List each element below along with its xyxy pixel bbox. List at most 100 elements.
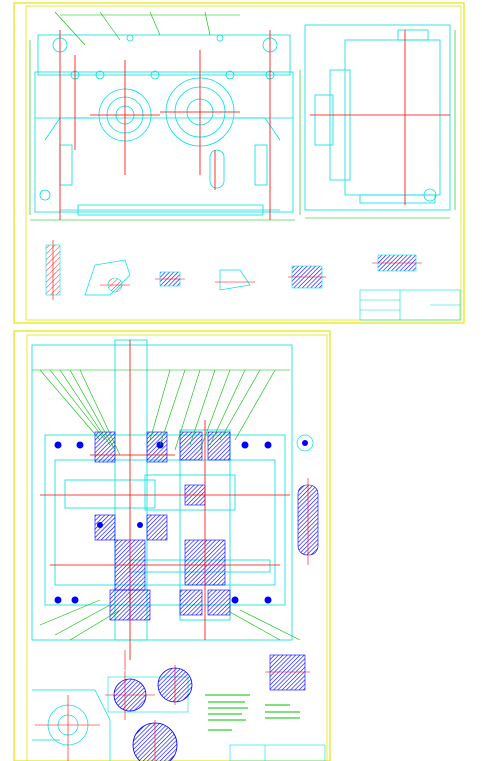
section-leaders [32,369,301,641]
leader-line [79,369,121,456]
leader-line [39,599,101,626]
bearing [109,589,131,621]
bolt [126,34,134,42]
front-view-housing [34,71,294,213]
bearing [94,514,116,541]
detail-breather [372,254,422,272]
leader-line [69,369,116,451]
detail-circle [296,434,314,452]
side-view-drain [423,188,437,202]
section-housing [31,339,293,641]
input-shaft-outline [114,339,148,641]
bolt [225,70,235,80]
leader-line [49,369,106,441]
front-view-dimensions [29,11,301,221]
leader-line [149,369,171,441]
front-view-rib-left [44,117,95,141]
side-view-shaft-end [314,94,334,146]
front-view-cover [37,34,291,76]
front-view [34,34,294,216]
leader-line [204,11,211,36]
front-view-foot-right [254,144,268,186]
front-view-rib-right [235,117,281,141]
bolt [71,596,79,604]
leader-line [39,369,101,441]
section-centerlines [40,340,290,660]
drain-plug [39,189,51,201]
bolt [241,441,249,449]
section-right-details [296,434,319,565]
bolt [216,34,224,42]
side-view-centerlines [310,30,450,205]
section-arrow [114,660,126,677]
leader-line [59,369,111,446]
detail-gauge [215,269,255,291]
detail-plug [84,259,131,296]
detail-bolt [45,240,61,300]
sheet-1 [13,2,465,324]
bearing [207,431,231,461]
bearing [146,514,168,541]
side-view [304,24,451,211]
oil-gauge [209,149,225,189]
sheet-2-inner-frame [26,334,328,761]
bolt [54,596,62,604]
bottom-details [32,650,310,761]
bearings [94,431,231,621]
sheet-2 [13,330,331,761]
detail-seal [288,265,326,289]
sheet-2-outer-frame [13,330,331,761]
detail-pin [155,271,185,287]
section-bolts [54,441,272,604]
gear-2 [144,474,236,511]
leader-line [219,369,261,441]
section-border [31,344,293,641]
leader-line [209,369,246,446]
side-view-breather [397,29,429,41]
front-view-centerlines [59,30,271,220]
bearing [179,431,203,461]
sheet-1-inner-frame [25,5,462,321]
leader-line [174,369,201,451]
title-block-1 [359,289,461,321]
detail-circle-core [302,440,308,446]
detail-views [45,240,422,300]
bolt [76,441,84,449]
leader-line [69,609,121,641]
leader-line [149,11,161,36]
bolt [150,70,160,80]
bolt [95,70,105,80]
sheet-1-outer-frame [13,2,465,324]
bearing [179,589,203,616]
leader-line [199,369,231,451]
bolt [264,441,272,449]
gear-1 [64,479,156,509]
leader-line [234,369,276,441]
bearing [94,431,116,463]
detail-seal-section [269,654,306,691]
side-view-flange [329,69,351,181]
leader-line [54,11,86,46]
bolt [231,596,239,604]
leader-line [54,604,111,636]
front-view-foot-left [59,144,73,186]
bearing [146,431,168,463]
bottom-left-view [32,689,111,761]
bolt [264,596,272,604]
bolt [97,522,103,528]
leader-line [229,611,281,641]
side-view-base [359,194,436,204]
bolt [137,522,143,528]
leader-line [99,11,121,41]
side-view-dimensions [305,30,456,219]
leader-line [159,369,186,446]
title-block-frame [229,744,326,761]
leader-line [239,609,301,641]
leader-line [189,369,216,446]
bearing [129,589,151,621]
bolt [54,441,62,449]
side-view-frame [304,24,451,211]
technical-notes [205,694,300,731]
